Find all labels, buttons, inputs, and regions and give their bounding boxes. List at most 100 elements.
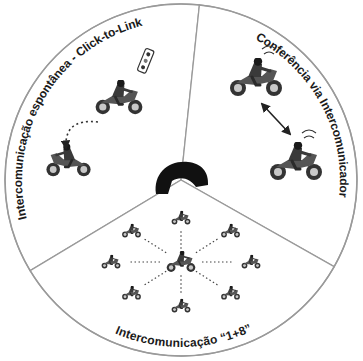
label-glyph: m [11, 169, 25, 180]
label-glyph: n [14, 208, 29, 218]
label-glyph: c [139, 331, 149, 346]
label-glyph: t [321, 106, 335, 116]
label-glyph [70, 49, 82, 62]
label-glyph [23, 113, 37, 121]
label-glyph: ã [19, 123, 34, 134]
label-glyph: o [146, 333, 156, 348]
label-glyph: C [73, 43, 88, 59]
label-glyph: a [337, 171, 351, 178]
label-glyph: i [310, 84, 324, 95]
label-glyph: c [336, 164, 350, 172]
label-glyph: t [101, 28, 111, 42]
label-glyph: n [50, 66, 65, 81]
label-glyph: c [86, 35, 99, 50]
label-glyph: L [116, 20, 128, 36]
label-glyph: C [254, 30, 268, 46]
label-glyph: r [326, 116, 341, 125]
label-glyph: ç [196, 335, 204, 350]
label-glyph: i [83, 39, 94, 52]
label-glyph: o [209, 332, 219, 347]
label-glyph: n [126, 17, 137, 33]
label-glyph: e [55, 61, 70, 75]
label-glyph: â [45, 72, 60, 86]
label-glyph: f [273, 43, 285, 57]
label-glyph: n [39, 81, 55, 95]
label-glyph: t [13, 204, 27, 210]
label-glyph: a [189, 335, 197, 349]
label-glyph: i [123, 19, 131, 33]
label-glyph: c [11, 187, 25, 195]
label-glyph: 8 [237, 323, 248, 338]
label-glyph: t [124, 327, 132, 342]
label-glyph: r [135, 330, 143, 345]
label-glyph: n [172, 336, 180, 350]
label-glyph: I [114, 323, 123, 337]
label-glyph: r [336, 192, 350, 198]
label-glyph: t [43, 78, 57, 90]
click-to-link-scene [46, 48, 154, 176]
label-glyph: I [317, 96, 331, 106]
label-glyph: - [67, 51, 79, 64]
label-glyph: a [15, 137, 30, 147]
label-glyph: a [60, 56, 75, 71]
label-glyph: ê [284, 53, 298, 68]
label-glyph: e [12, 198, 27, 207]
label-glyph: - [112, 23, 121, 37]
label-glyph [65, 54, 77, 67]
label-glyph: 1 [224, 328, 235, 343]
label-glyph: r [12, 193, 26, 199]
label-glyph: c [327, 121, 342, 132]
label-glyph: v [306, 79, 321, 93]
helmet-icon [156, 162, 208, 194]
label-glyph: n [318, 99, 334, 112]
label-glyph: i [336, 161, 350, 166]
label-glyph: d [337, 178, 351, 186]
label-glyph: n [12, 154, 27, 163]
label-glyph: s [28, 100, 44, 112]
label-glyph: + [230, 326, 241, 342]
label-glyph: o [337, 185, 351, 193]
label-glyph: o [11, 180, 25, 188]
one-plus-eight-scene [102, 211, 261, 313]
label-glyph [315, 93, 329, 103]
sector-shape [30, 180, 334, 356]
label-glyph: e [323, 110, 339, 122]
label-glyph: a [300, 71, 315, 85]
label-glyph: n [289, 57, 304, 72]
label-glyph: ” [242, 321, 253, 336]
label-glyph: i [180, 336, 183, 350]
label-glyph [304, 76, 317, 87]
label-glyph: c [183, 336, 190, 350]
label-glyph: p [31, 94, 47, 107]
label-glyph: e [128, 328, 138, 343]
label-glyph: o [105, 25, 118, 41]
sector-shape [181, 5, 357, 267]
label-glyph: i [298, 68, 311, 80]
label-glyph: n [335, 153, 350, 162]
label-glyph: “ [219, 330, 228, 345]
conference-scene [230, 46, 322, 180]
label-glyph: m [331, 135, 347, 149]
label-glyph: c [294, 63, 309, 77]
label-glyph: u [334, 146, 349, 156]
label-glyph: o [21, 116, 37, 128]
label-glyph: - [98, 30, 108, 44]
label-glyph: m [154, 334, 166, 349]
label-glyph [215, 331, 221, 345]
outer-rim [5, 4, 357, 356]
label-glyph: ç [17, 130, 32, 140]
label-glyph: n [267, 38, 281, 54]
label-glyph: ã [202, 334, 211, 349]
